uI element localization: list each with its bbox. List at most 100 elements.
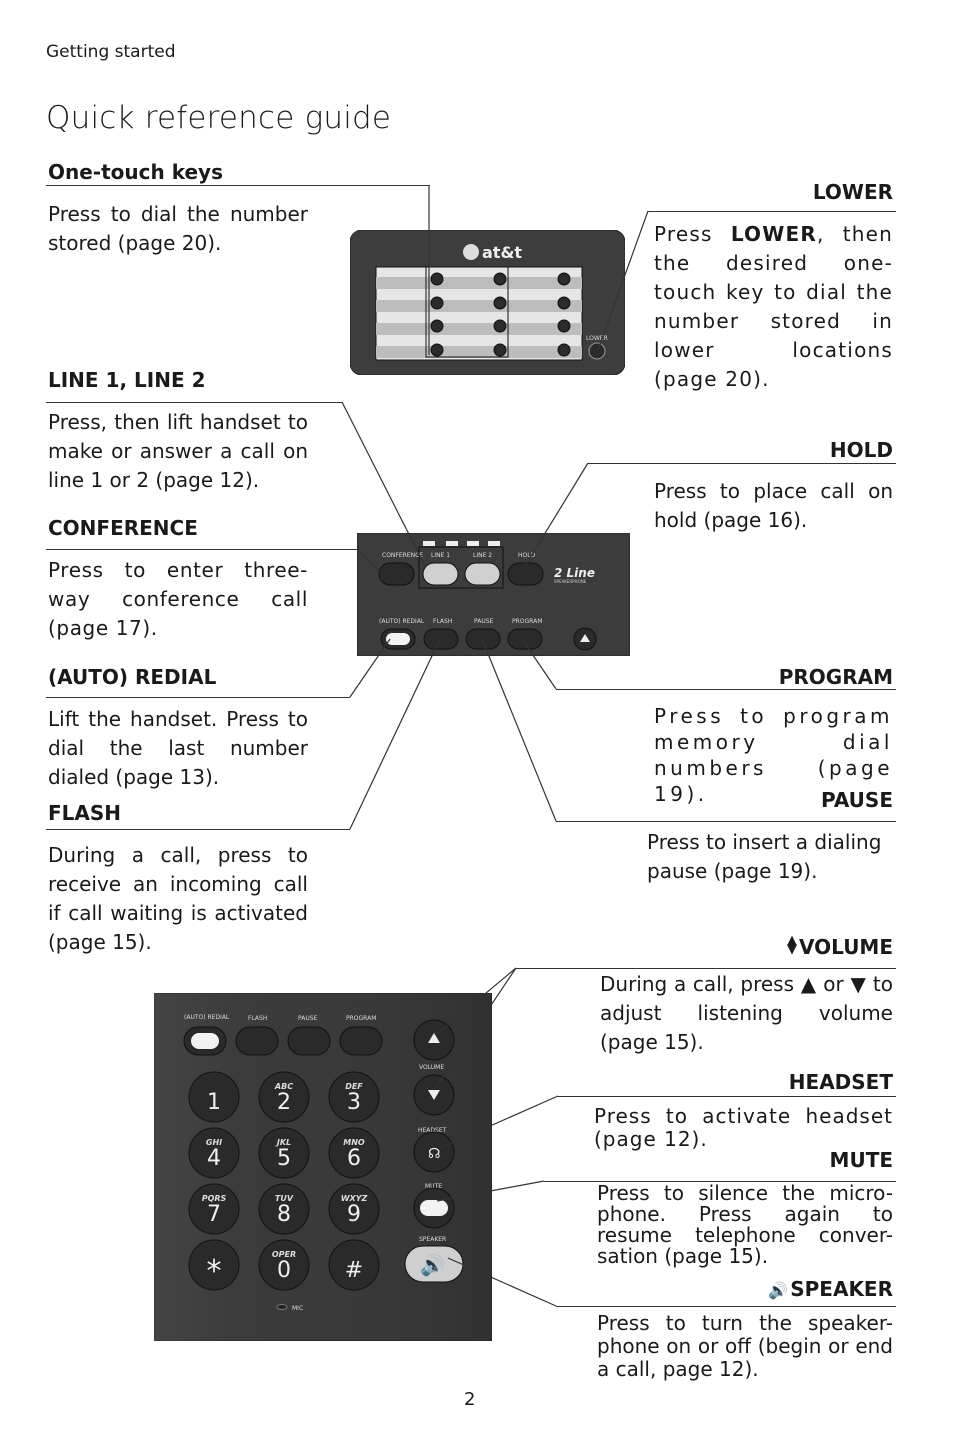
- keypad-key-letters: ABC: [274, 1082, 293, 1091]
- keypad-key-digit: 6: [347, 1146, 361, 1171]
- conference-key-label: CONFERENCE: [382, 552, 423, 559]
- keypad-key-letters: GHI: [206, 1138, 222, 1147]
- kp-program-label: PROGRAM: [346, 1015, 376, 1022]
- line-text: Press, then lift handset to make or answ…: [48, 410, 308, 492]
- mute-text: Press to silence the micro-phone. Press …: [597, 1181, 893, 1268]
- keypad-key-letters: JKL: [275, 1138, 291, 1147]
- keypad-key-letters: DEF: [345, 1082, 363, 1091]
- keypad-key-digit: *: [207, 1254, 222, 1289]
- kp-mute-label: MUTE: [425, 1183, 442, 1190]
- mute-rule: [544, 1181, 896, 1182]
- conference-rule: [46, 549, 358, 550]
- one-touch-text: Press to dial the number stored (page 20…: [48, 202, 308, 255]
- one-touch-heading: One-touch keys: [48, 160, 223, 184]
- volume-heading: ▲▼VOLUME: [787, 933, 893, 959]
- page-number: 2: [464, 1389, 476, 1410]
- keypad-key[interactable]: [258, 1127, 310, 1179]
- mic-label: MIC: [292, 1305, 303, 1312]
- kp-redial-key[interactable]: [191, 1033, 219, 1049]
- keypad-key[interactable]: [328, 1071, 380, 1123]
- keypad-key-digit: 2: [277, 1090, 291, 1115]
- keypad-key-digit: 1: [207, 1090, 221, 1115]
- up-arrow-icon: ▲: [800, 972, 817, 996]
- kp-headset-label: HEADSET: [418, 1127, 447, 1134]
- program-key[interactable]: [507, 628, 543, 650]
- line1-key[interactable]: [422, 562, 459, 586]
- kp-speaker-icon: 🔊: [420, 1253, 445, 1277]
- page-title: Quick reference guide: [46, 100, 392, 136]
- pause-key[interactable]: [465, 628, 501, 650]
- volume-rule: [516, 968, 896, 969]
- kp-redial-label: (AUTO) REDIAL: [184, 1014, 230, 1021]
- lower-key-label: LOWER: [586, 335, 608, 342]
- att-logo-icon: [463, 244, 479, 260]
- kp-volume-label: VOLUME: [419, 1064, 444, 1071]
- lower-text: Press LOWER, then the desired one-touch …: [654, 222, 893, 391]
- keypad-key-letters: MNO: [343, 1138, 365, 1147]
- keypad-key[interactable]: [258, 1239, 310, 1291]
- lower-heading: LOWER: [812, 180, 893, 204]
- keypad-key-digit: 7: [207, 1202, 221, 1227]
- volume-text: During a call, press ▲ or ▼ to adjust li…: [600, 972, 894, 1054]
- line-heading: LINE 1, LINE 2: [48, 368, 206, 392]
- program-rule: [556, 689, 896, 690]
- conference-text: Press to enter three-way conference call…: [48, 558, 308, 640]
- brand-sub: SPEAKERPHONE: [554, 579, 587, 584]
- pause-key-label: PAUSE: [474, 618, 494, 625]
- hold-key[interactable]: [507, 562, 544, 586]
- keypad-key[interactable]: [328, 1127, 380, 1179]
- hold-text: Press to place call on hold (page 16).: [654, 479, 893, 532]
- kp-pause-key[interactable]: [287, 1026, 331, 1056]
- keypad-key-digit: 5: [277, 1146, 291, 1171]
- keypad-key-digit: 9: [347, 1202, 361, 1227]
- flash-text: During a call, press to receive an incom…: [48, 843, 308, 954]
- redial-key[interactable]: [386, 633, 410, 645]
- speaker-heading: 🔊SPEAKER: [768, 1277, 893, 1301]
- line1-key-label: LINE 1: [431, 552, 450, 559]
- kp-flash-key[interactable]: [235, 1026, 279, 1056]
- flash-rule: [46, 829, 350, 830]
- kp-speaker-label: SPEAKER: [419, 1236, 446, 1243]
- program-heading: PROGRAM: [778, 665, 893, 689]
- keypad-key-digit: 4: [207, 1146, 221, 1171]
- keypad-key-digit: 0: [277, 1258, 291, 1283]
- redial-key-label: (AUTO) REDIAL: [379, 618, 425, 625]
- speaker-text: Press to turn the speaker-phone on or of…: [597, 1311, 893, 1381]
- kp-program-key[interactable]: [339, 1026, 383, 1056]
- feature-button-panel: CONFERENCE LINE 1 LINE 2 HOLD 2 Line SPE…: [357, 533, 630, 656]
- auto-redial-heading: (AUTO) REDIAL: [48, 665, 217, 689]
- leader-pause: [481, 638, 557, 822]
- speaker-rule: [556, 1306, 896, 1307]
- keypad-key[interactable]: [188, 1071, 240, 1123]
- keypad-key-letters: OPER: [272, 1250, 296, 1259]
- auto-redial-rule: [46, 697, 350, 698]
- conference-key[interactable]: [378, 562, 415, 586]
- keypad-key[interactable]: [188, 1239, 240, 1291]
- hold-rule: [588, 463, 896, 464]
- conference-heading: CONFERENCE: [48, 516, 198, 540]
- keypad-key-letters: WXYZ: [341, 1194, 368, 1203]
- headset-rule: [558, 1096, 896, 1097]
- one-touch-panel: LOWER at&t: [350, 230, 625, 375]
- pause-heading: PAUSE: [821, 788, 893, 812]
- pause-text: Press to insert a dialing pause (page 19…: [647, 830, 882, 883]
- kp-mute-key[interactable]: [420, 1200, 448, 1216]
- flash-heading: FLASH: [48, 801, 122, 825]
- keypad-key-letters: PQRS: [202, 1194, 227, 1203]
- keypad-key-letters: TUV: [275, 1194, 294, 1203]
- headset-icon: ☊: [428, 1146, 440, 1162]
- section-label: Getting started: [46, 42, 176, 62]
- lower-rule: [648, 211, 896, 212]
- mute-heading: MUTE: [829, 1148, 893, 1172]
- line2-key[interactable]: [464, 562, 501, 586]
- flash-key[interactable]: [423, 628, 459, 650]
- keypad-key[interactable]: [188, 1127, 240, 1179]
- keypad-key[interactable]: [188, 1183, 240, 1235]
- keypad-key[interactable]: [328, 1239, 380, 1291]
- keypad-key-digit: #: [345, 1258, 363, 1283]
- hold-heading: HOLD: [829, 438, 893, 462]
- leader-flash: [349, 638, 441, 830]
- keypad-key[interactable]: [258, 1183, 310, 1235]
- keypad-key[interactable]: [258, 1071, 310, 1123]
- keypad-key[interactable]: [328, 1183, 380, 1235]
